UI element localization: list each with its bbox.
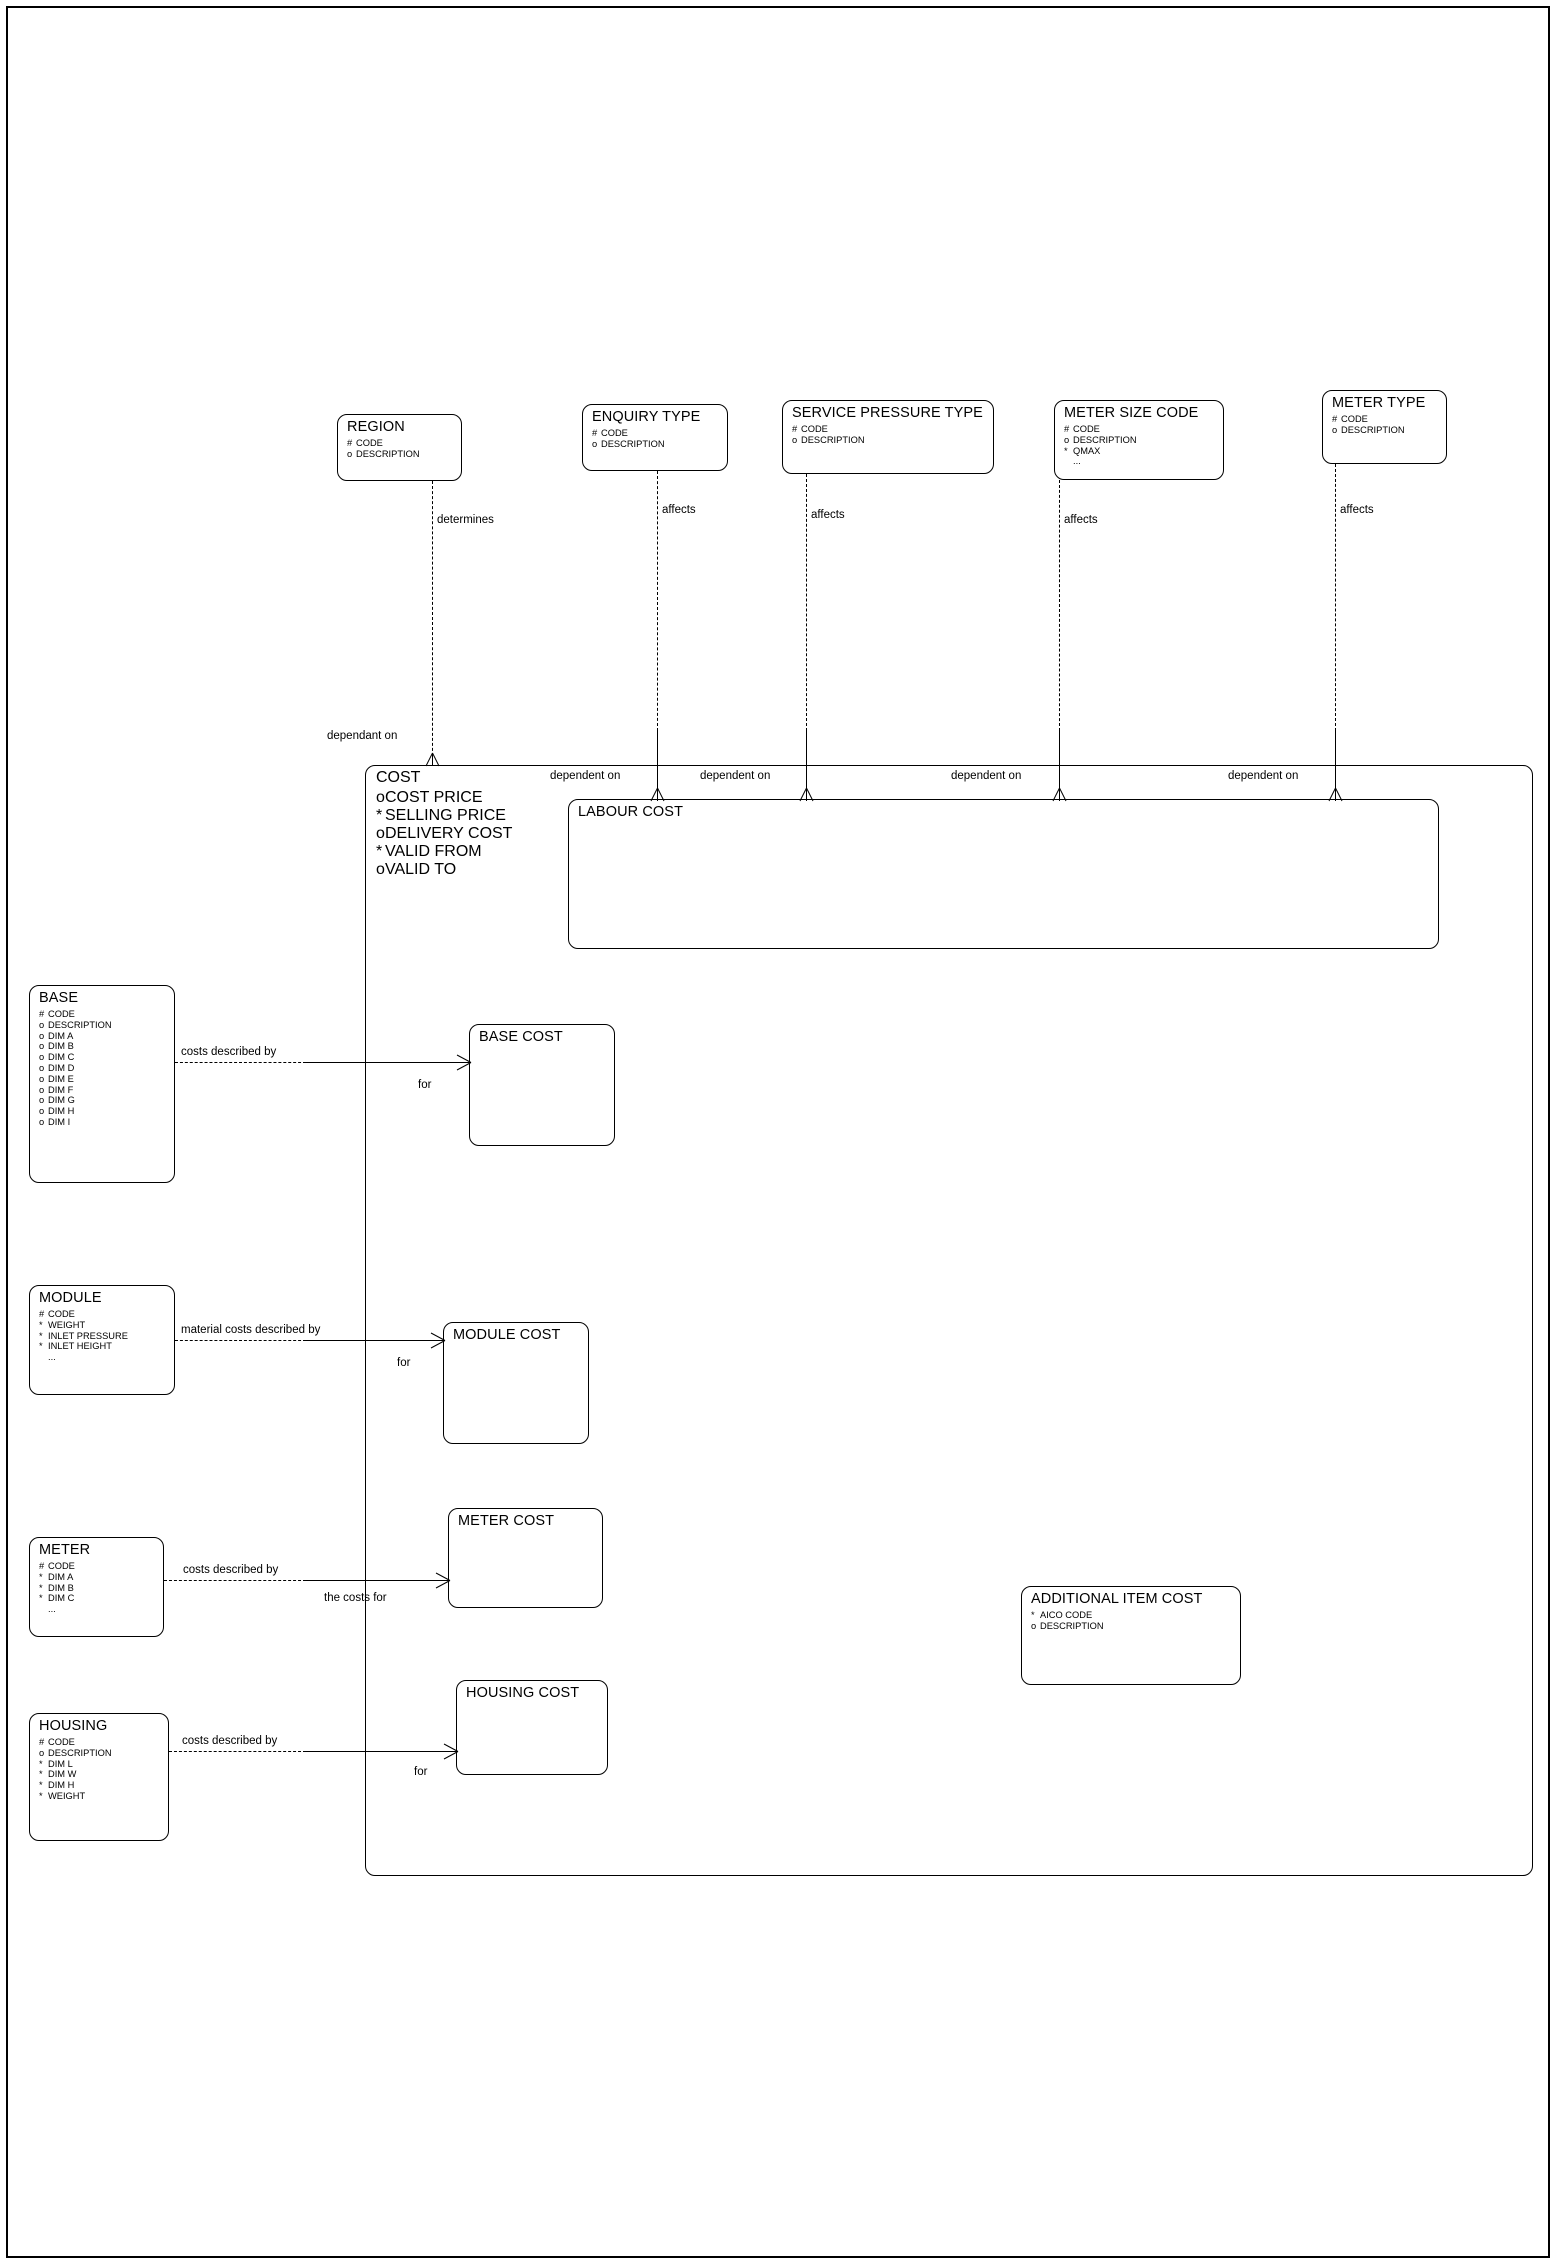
label-affects-meter-size-code: affects bbox=[1064, 514, 1098, 526]
connector-meter-type-labour-cost-lower bbox=[1335, 731, 1336, 789]
connector-meter-size-code-labour-cost-lower bbox=[1059, 731, 1060, 789]
connector-module-modulecost-optional bbox=[175, 1340, 306, 1341]
label-for-module: for bbox=[397, 1357, 411, 1369]
entity-meter[interactable]: METER #CODE *DIM A *DIM B *DIM C ... bbox=[29, 1537, 164, 1637]
crowfoot-region-cost bbox=[425, 752, 440, 767]
label-dependent-on-meter-size-code: dependent on bbox=[951, 770, 1022, 782]
connector-base-basecost-mandatory bbox=[306, 1062, 467, 1063]
crowfoot-module-modulecost bbox=[430, 1332, 446, 1349]
entity-cost-title: COST bbox=[376, 769, 421, 786]
label-dependant-on: dependant on bbox=[327, 730, 398, 742]
entity-meter-cost-title: METER COST bbox=[458, 1513, 555, 1529]
crowfoot-meter-type-labour-cost bbox=[1328, 787, 1343, 802]
label-material-costs-described-by: material costs described by bbox=[181, 1324, 321, 1336]
label-for-housing: for bbox=[414, 1766, 428, 1778]
label-dependent-on-meter-type: dependent on bbox=[1228, 770, 1299, 782]
connector-region-cost bbox=[432, 481, 433, 761]
entity-service-pressure-type-title: SERVICE PRESSURE TYPE bbox=[792, 405, 983, 421]
connector-module-modulecost-mandatory bbox=[306, 1340, 441, 1341]
entity-base-cost-title: BASE COST bbox=[479, 1029, 563, 1045]
connector-meter-metercost-mandatory bbox=[306, 1580, 446, 1581]
entity-housing-title: HOUSING bbox=[39, 1718, 108, 1734]
entity-labour-cost[interactable]: LABOUR COST bbox=[568, 799, 1439, 949]
entity-cost-attributes: oCOST PRICE *SELLING PRICE oDELIVERY COS… bbox=[376, 789, 513, 878]
connector-housing-housingcost-optional bbox=[169, 1751, 306, 1752]
connector-enquiry-type-labour-cost-upper bbox=[657, 471, 658, 731]
entity-meter-title: METER bbox=[39, 1542, 91, 1558]
entity-module-attributes: #CODE *WEIGHT *INLET PRESSURE *INLET HEI… bbox=[39, 1309, 128, 1363]
entity-module-cost[interactable]: MODULE COST bbox=[443, 1322, 589, 1444]
entity-module[interactable]: MODULE #CODE *WEIGHT *INLET PRESSURE *IN… bbox=[29, 1285, 175, 1395]
label-costs-described-by-housing: costs described by bbox=[182, 1735, 278, 1747]
crowfoot-enquiry-type-labour-cost bbox=[650, 787, 665, 802]
entity-enquiry-type-title: ENQUIRY TYPE bbox=[592, 409, 701, 425]
entity-base-cost[interactable]: BASE COST bbox=[469, 1024, 615, 1146]
crowfoot-housing-housingcost bbox=[443, 1743, 459, 1760]
crowfoot-meter-size-code-labour-cost bbox=[1052, 787, 1067, 802]
label-affects-service-pressure-type: affects bbox=[811, 509, 845, 521]
label-determines: determines bbox=[437, 514, 494, 526]
label-for-base: for bbox=[418, 1079, 432, 1091]
connector-meter-metercost-optional bbox=[164, 1580, 306, 1581]
entity-meter-cost[interactable]: METER COST bbox=[448, 1508, 603, 1608]
entity-housing-cost[interactable]: HOUSING COST bbox=[456, 1680, 608, 1775]
entity-cost-container[interactable] bbox=[365, 765, 1533, 1876]
entity-module-title: MODULE bbox=[39, 1290, 102, 1306]
connector-meter-size-code-labour-cost-upper bbox=[1059, 480, 1060, 731]
entity-meter-attributes: #CODE *DIM A *DIM B *DIM C ... bbox=[39, 1561, 75, 1615]
label-affects-meter-type: affects bbox=[1340, 504, 1374, 516]
label-costs-described-by-meter: costs described by bbox=[183, 1564, 279, 1576]
connector-housing-housingcost-mandatory bbox=[306, 1751, 454, 1752]
label-the-costs-for-meter: the costs for bbox=[324, 1592, 387, 1604]
connector-enquiry-type-labour-cost-lower bbox=[657, 731, 658, 789]
connector-service-pressure-type-labour-cost-upper bbox=[806, 474, 807, 731]
label-affects-enquiry-type: affects bbox=[662, 504, 696, 516]
crowfoot-base-basecost bbox=[456, 1054, 472, 1071]
label-costs-described-by-base: costs described by bbox=[181, 1046, 277, 1058]
entity-meter-type-title: METER TYPE bbox=[1332, 395, 1426, 411]
entity-labour-cost-title: LABOUR COST bbox=[578, 804, 684, 820]
label-dependent-on-enquiry-type: dependent on bbox=[550, 770, 621, 782]
label-dependent-on-service-pressure-type: dependent on bbox=[700, 770, 771, 782]
entity-region-title: REGION bbox=[347, 419, 405, 435]
connector-meter-type-labour-cost-upper bbox=[1335, 464, 1336, 731]
crowfoot-service-pressure-type-labour-cost bbox=[799, 787, 814, 802]
entity-module-cost-title: MODULE COST bbox=[453, 1327, 561, 1343]
connector-base-basecost-optional bbox=[175, 1062, 306, 1063]
entity-meter-size-code-title: METER SIZE CODE bbox=[1064, 405, 1199, 421]
connector-service-pressure-type-labour-cost-lower bbox=[806, 731, 807, 789]
entity-base-title: BASE bbox=[39, 990, 79, 1006]
crowfoot-meter-metercost bbox=[435, 1572, 451, 1589]
entity-housing-cost-title: HOUSING COST bbox=[466, 1685, 580, 1701]
entity-additional-item-cost-title: ADDITIONAL ITEM COST bbox=[1031, 1591, 1203, 1607]
